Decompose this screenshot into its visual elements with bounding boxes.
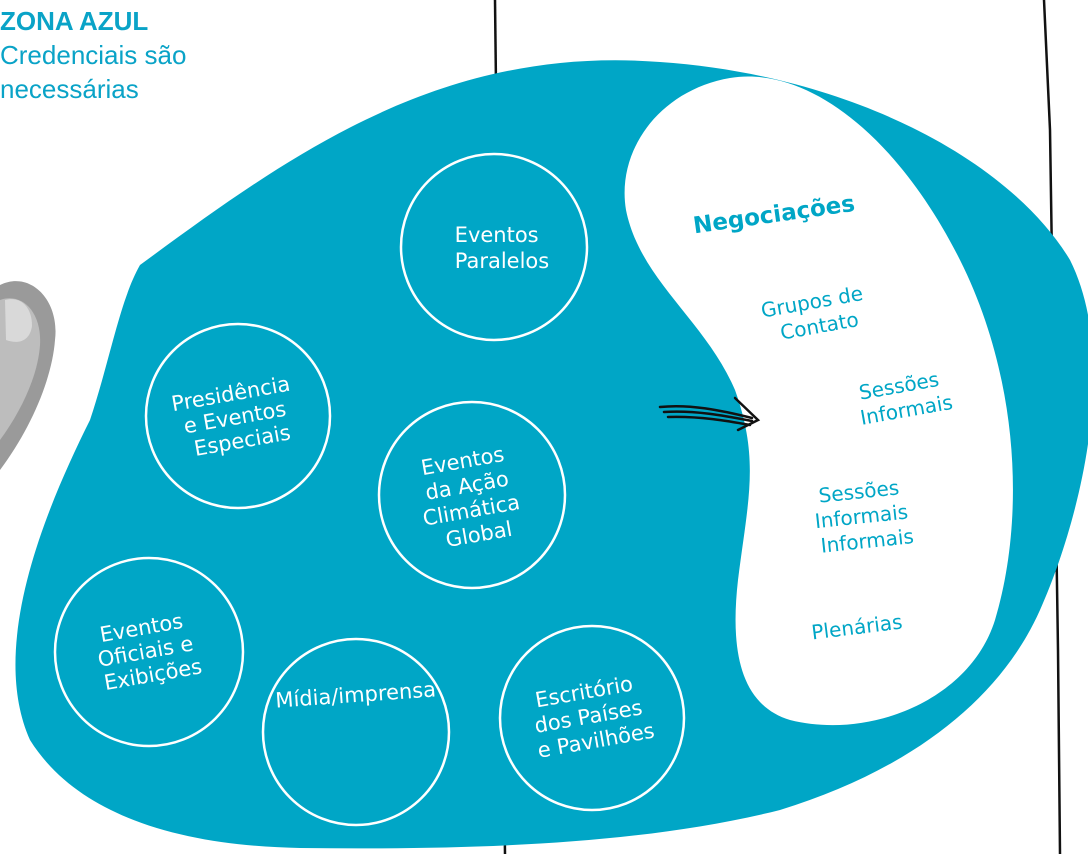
circle-eventos-paralelos: Eventos Paralelos: [399, 152, 589, 342]
hand-photo-fragment: [0, 281, 56, 470]
hand-drawn-arrow-icon: [658, 396, 761, 432]
circle-label-line: Eventos: [455, 223, 539, 247]
svg-text:Eventos Paralelos: Eventos Paralelos: [455, 223, 550, 273]
zone-heading: ZONA AZUL Credenciais são necessárias: [0, 4, 300, 106]
zone-title: ZONA AZUL: [0, 6, 149, 36]
zone-subtitle: Credenciais são necessárias: [0, 40, 187, 104]
negotiation-item: Sessões Informais Informais: [811, 474, 918, 558]
circle-label-line: Paralelos: [455, 249, 549, 273]
negotiations-area: [624, 76, 1013, 726]
